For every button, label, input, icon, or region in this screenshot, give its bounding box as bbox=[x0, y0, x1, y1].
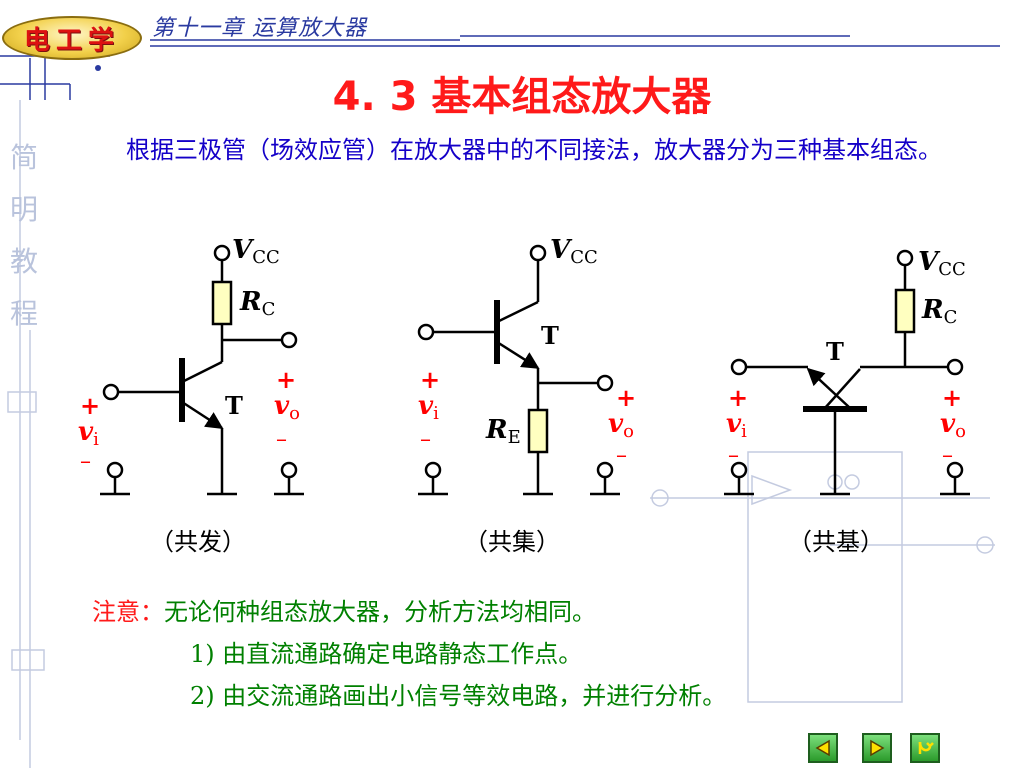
note-label: 注意： bbox=[92, 598, 164, 626]
ce-input-ground-terminal bbox=[106, 461, 124, 479]
cb-vi-label: vi bbox=[726, 409, 747, 442]
cc-vo-minus: – bbox=[616, 443, 627, 468]
cc-re-resistor bbox=[527, 408, 549, 454]
ce-output-ground-terminal bbox=[280, 461, 298, 479]
ce-vo-plus: + bbox=[276, 365, 296, 394]
logo-text: 电工学 bbox=[23, 25, 120, 56]
common-collector-labels: VCC T RE + vi – + vo – bbox=[418, 235, 636, 468]
chapter-header: 第十一章 运算放大器 bbox=[152, 16, 367, 41]
caption-common-base: （共基） bbox=[788, 528, 884, 556]
ce-vcc-label: VCC bbox=[232, 235, 280, 268]
common-collector-circuit bbox=[417, 244, 620, 496]
note-line: 注意：无论何种组态放大器，分析方法均相同。 bbox=[92, 592, 596, 627]
caption-common-collector: （共集） bbox=[464, 528, 560, 556]
ce-rc-label: RC bbox=[239, 287, 275, 320]
cc-vo-plus: + bbox=[616, 383, 636, 412]
ce-transistor-label: T bbox=[225, 391, 243, 420]
cb-vo-label: vo bbox=[940, 409, 966, 442]
cb-vo-minus: – bbox=[942, 443, 953, 468]
cc-vcc-terminal bbox=[529, 244, 547, 262]
ce-output-terminal bbox=[280, 331, 298, 349]
cb-vi-minus: – bbox=[728, 443, 739, 468]
cc-vo-label: vo bbox=[608, 409, 634, 442]
course-logo: 电工学 bbox=[2, 16, 142, 60]
side-label: 简明教程 bbox=[9, 141, 38, 330]
note-item-1: 1) 由直流通路确定电路静态工作点。 bbox=[190, 640, 583, 668]
cc-output-terminal bbox=[596, 374, 614, 392]
common-base-circuit bbox=[724, 249, 970, 496]
cc-vi-label: vi bbox=[418, 391, 439, 424]
note-item-2: 2) 由交流通路画出小信号等效电路，并进行分析。 bbox=[190, 682, 727, 710]
cc-vcc-label: VCC bbox=[550, 235, 598, 268]
caption-common-emitter: （共发） bbox=[150, 528, 246, 556]
cb-transistor-label: T bbox=[826, 337, 844, 366]
ce-vi-minus: – bbox=[80, 449, 91, 474]
cc-vi-minus: – bbox=[420, 427, 431, 452]
cc-input-ground-terminal bbox=[424, 461, 442, 479]
return-button[interactable] bbox=[910, 733, 940, 763]
common-base-labels: VCC RC T + vi – + vo – bbox=[726, 247, 966, 468]
ce-rc-resistor bbox=[211, 280, 233, 326]
page-title: 4. 3 基本组态放大器 bbox=[332, 74, 712, 120]
ce-vcc-terminal bbox=[213, 244, 231, 262]
intro-paragraph: 根据三极管（场效应管）在放大器中的不同接法，放大器分为三种基本组态。 bbox=[126, 136, 942, 164]
cc-re-label: RE bbox=[485, 415, 521, 448]
next-slide-button[interactable] bbox=[862, 733, 892, 763]
prev-slide-button[interactable] bbox=[808, 733, 838, 763]
right-triangle-icon bbox=[870, 739, 885, 757]
note-text: 无论何种组态放大器，分析方法均相同。 bbox=[164, 598, 596, 626]
ce-vi-plus: + bbox=[80, 391, 100, 420]
cc-vi-plus: + bbox=[420, 365, 440, 394]
left-triangle-icon bbox=[815, 739, 830, 757]
return-arrow-icon bbox=[918, 741, 934, 754]
cb-rc-label: RC bbox=[921, 295, 957, 328]
common-emitter-circuit bbox=[100, 244, 304, 496]
cb-vcc-terminal bbox=[896, 249, 914, 267]
cb-output-terminal bbox=[946, 358, 964, 376]
ce-input-terminal bbox=[102, 383, 120, 401]
ce-vi-label: vi bbox=[78, 417, 99, 450]
cc-input-terminal bbox=[417, 323, 435, 341]
cb-vo-plus: + bbox=[942, 383, 962, 412]
ce-vo-minus: – bbox=[276, 427, 287, 452]
cb-rc-resistor bbox=[894, 288, 916, 334]
cb-input-terminal bbox=[730, 358, 748, 376]
common-emitter-labels: VCC RC T + vi – + vo – bbox=[78, 235, 300, 474]
cb-vcc-label: VCC bbox=[918, 247, 966, 280]
cc-output-ground-terminal bbox=[596, 461, 614, 479]
ce-vo-label: vo bbox=[274, 391, 300, 424]
cb-vi-plus: + bbox=[728, 383, 748, 412]
cc-transistor-label: T bbox=[541, 321, 559, 350]
